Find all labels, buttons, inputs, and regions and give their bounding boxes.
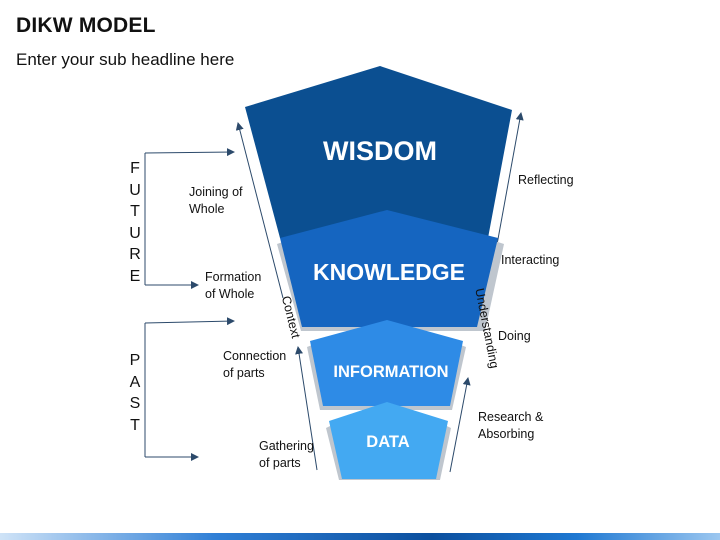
context-arrow-lower <box>295 346 318 471</box>
future-letters: F U T U R E <box>129 160 141 285</box>
data-label: DATA <box>366 433 409 451</box>
reflecting-label: Reflecting <box>518 173 574 187</box>
data-level <box>329 402 448 479</box>
future-arrow-top <box>144 148 235 157</box>
understanding-arrow-lower <box>449 377 471 473</box>
past-arrow-top <box>144 317 235 326</box>
wisdom-label: WISDOM <box>323 136 437 166</box>
page-title: DIKW MODEL <box>16 14 156 37</box>
research-absorbing-label: Research & Absorbing <box>478 410 544 441</box>
context-arrow-upper <box>235 122 284 299</box>
knowledge-label: KNOWLEDGE <box>313 259 465 285</box>
past-letters: P A S T <box>129 352 141 434</box>
joining-of-whole-label: Joining of Whole <box>189 185 243 216</box>
wisdom-level <box>245 66 512 238</box>
formation-of-whole-label: Formation of Whole <box>205 270 262 301</box>
doing-label: Doing <box>498 329 531 343</box>
page-subtitle: Enter your sub headline here <box>16 50 235 69</box>
information-level <box>310 320 463 406</box>
footer-gradient-bar <box>0 533 720 540</box>
information-label: INFORMATION <box>333 363 448 381</box>
interacting-label: Interacting <box>501 253 560 267</box>
connection-of-parts-label: Connection of parts <box>223 349 287 380</box>
knowledge-level <box>280 210 498 327</box>
gathering-of-parts-label: Gathering of parts <box>259 439 314 470</box>
